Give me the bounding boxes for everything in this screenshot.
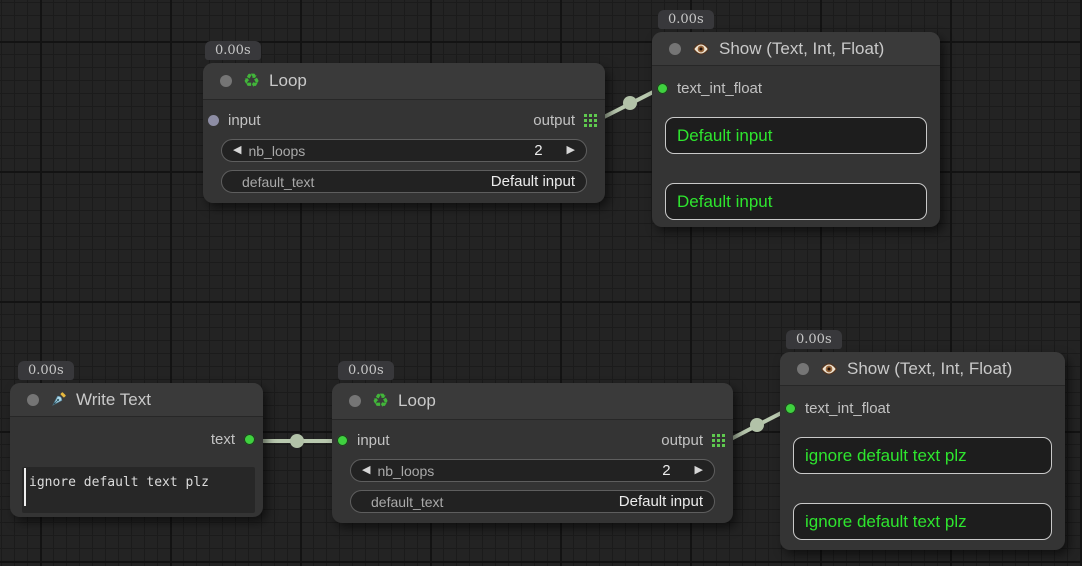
widget-value[interactable]: 2: [662, 462, 671, 479]
default-text-widget[interactable]: default_text Default input: [350, 490, 715, 513]
widget-value[interactable]: Default input: [618, 493, 703, 510]
execution-time-badge: 0.00s: [338, 361, 394, 380]
grid-output-icon[interactable]: [712, 433, 725, 447]
show-text-box[interactable]: Default input: [665, 117, 927, 154]
node-show-top[interactable]: 0.00s Show (Text, Int, Float) text_int_f…: [652, 10, 940, 227]
stepper-left-arrow-icon[interactable]: ◀: [362, 464, 371, 476]
input-port[interactable]: input: [208, 112, 261, 129]
input-port[interactable]: text_int_float: [785, 400, 890, 417]
stepper-right-arrow-icon[interactable]: ▶: [694, 464, 703, 476]
node-title: Loop: [269, 71, 307, 90]
widget-label: default_text: [242, 173, 315, 190]
output-port[interactable]: output: [661, 432, 725, 449]
collapse-dot[interactable]: [797, 362, 809, 375]
widget-label: nb_loops: [377, 462, 435, 479]
input-port-dot[interactable]: [657, 82, 668, 94]
link-midpoint-dot[interactable]: [623, 96, 637, 110]
output-port-label: text: [210, 430, 235, 448]
show-text-box[interactable]: ignore default text plz: [793, 503, 1052, 540]
text-caret: [24, 468, 26, 506]
input-port-dot[interactable]: [785, 402, 796, 414]
stepper-right-arrow-icon[interactable]: ▶: [566, 144, 575, 156]
execution-time-badge: 0.00s: [205, 41, 261, 60]
collapse-dot[interactable]: [349, 395, 361, 407]
node-header[interactable]: ♻ Loop: [203, 63, 605, 100]
collapse-dot[interactable]: [27, 393, 39, 406]
output-port-dot[interactable]: [244, 433, 255, 445]
output-port-label: output: [661, 431, 703, 449]
stepper-left-arrow-icon[interactable]: ◀: [233, 144, 242, 156]
node-header[interactable]: Show (Text, Int, Float): [652, 32, 940, 66]
eye-icon: [692, 41, 710, 57]
eye-icon: [820, 361, 838, 377]
collapse-dot[interactable]: [669, 42, 681, 55]
node-title: Show (Text, Int, Float): [847, 358, 1013, 378]
show-text-box[interactable]: ignore default text plz: [793, 437, 1052, 474]
widget-label: nb_loops: [248, 142, 306, 159]
fountain-pen-icon: [50, 391, 67, 408]
collapse-dot[interactable]: [220, 75, 232, 87]
node-show-bottom[interactable]: 0.00s Show (Text, Int, Float) text_int_f…: [780, 330, 1065, 550]
node-write-text[interactable]: 0.00s Write Text text: [10, 361, 263, 517]
node-title: Write Text: [76, 389, 151, 409]
nb-loops-stepper[interactable]: ◀ nb_loops 2 ▶: [221, 139, 587, 162]
widget-label: default_text: [371, 493, 444, 510]
input-port-dot[interactable]: [208, 114, 219, 126]
recycle-icon: ♻: [372, 390, 390, 412]
output-port[interactable]: text: [211, 431, 255, 448]
output-port-label: output: [533, 111, 575, 129]
show-text-box[interactable]: Default input: [665, 183, 927, 220]
grid-output-icon[interactable]: [584, 113, 597, 127]
node-header[interactable]: ♻ Loop: [332, 383, 733, 420]
input-port-dot[interactable]: [337, 434, 348, 446]
link-midpoint-dot[interactable]: [750, 418, 764, 432]
link-midpoint-dot[interactable]: [290, 434, 304, 448]
node-loop-top[interactable]: 0.00s ♻ Loop input output: [203, 41, 605, 203]
input-port-label: text_int_float: [677, 79, 763, 97]
input-port-label: input: [228, 111, 261, 129]
text-input-area[interactable]: ignore default text plz: [22, 467, 255, 513]
output-port[interactable]: output: [533, 112, 597, 129]
node-header[interactable]: Write Text: [10, 383, 263, 417]
widget-value[interactable]: 2: [534, 142, 543, 159]
textarea-value: ignore default text plz: [29, 475, 210, 490]
default-text-widget[interactable]: default_text Default input: [221, 170, 587, 193]
widget-value[interactable]: Default input: [490, 173, 575, 190]
node-title: Loop: [398, 391, 436, 410]
recycle-icon: ♻: [243, 70, 261, 92]
nb-loops-stepper[interactable]: ◀ nb_loops 2 ▶: [350, 459, 715, 482]
input-port-label: input: [357, 431, 390, 449]
input-port-label: text_int_float: [805, 399, 891, 417]
execution-time-badge: 0.00s: [18, 361, 74, 380]
input-port[interactable]: input: [337, 432, 390, 449]
node-header[interactable]: Show (Text, Int, Float): [780, 352, 1065, 386]
node-title: Show (Text, Int, Float): [719, 38, 885, 58]
input-port[interactable]: text_int_float: [657, 80, 762, 97]
execution-time-badge: 0.00s: [786, 330, 842, 349]
node-loop-bottom[interactable]: 0.00s ♻ Loop input output: [332, 361, 733, 523]
execution-time-badge: 0.00s: [658, 10, 714, 29]
